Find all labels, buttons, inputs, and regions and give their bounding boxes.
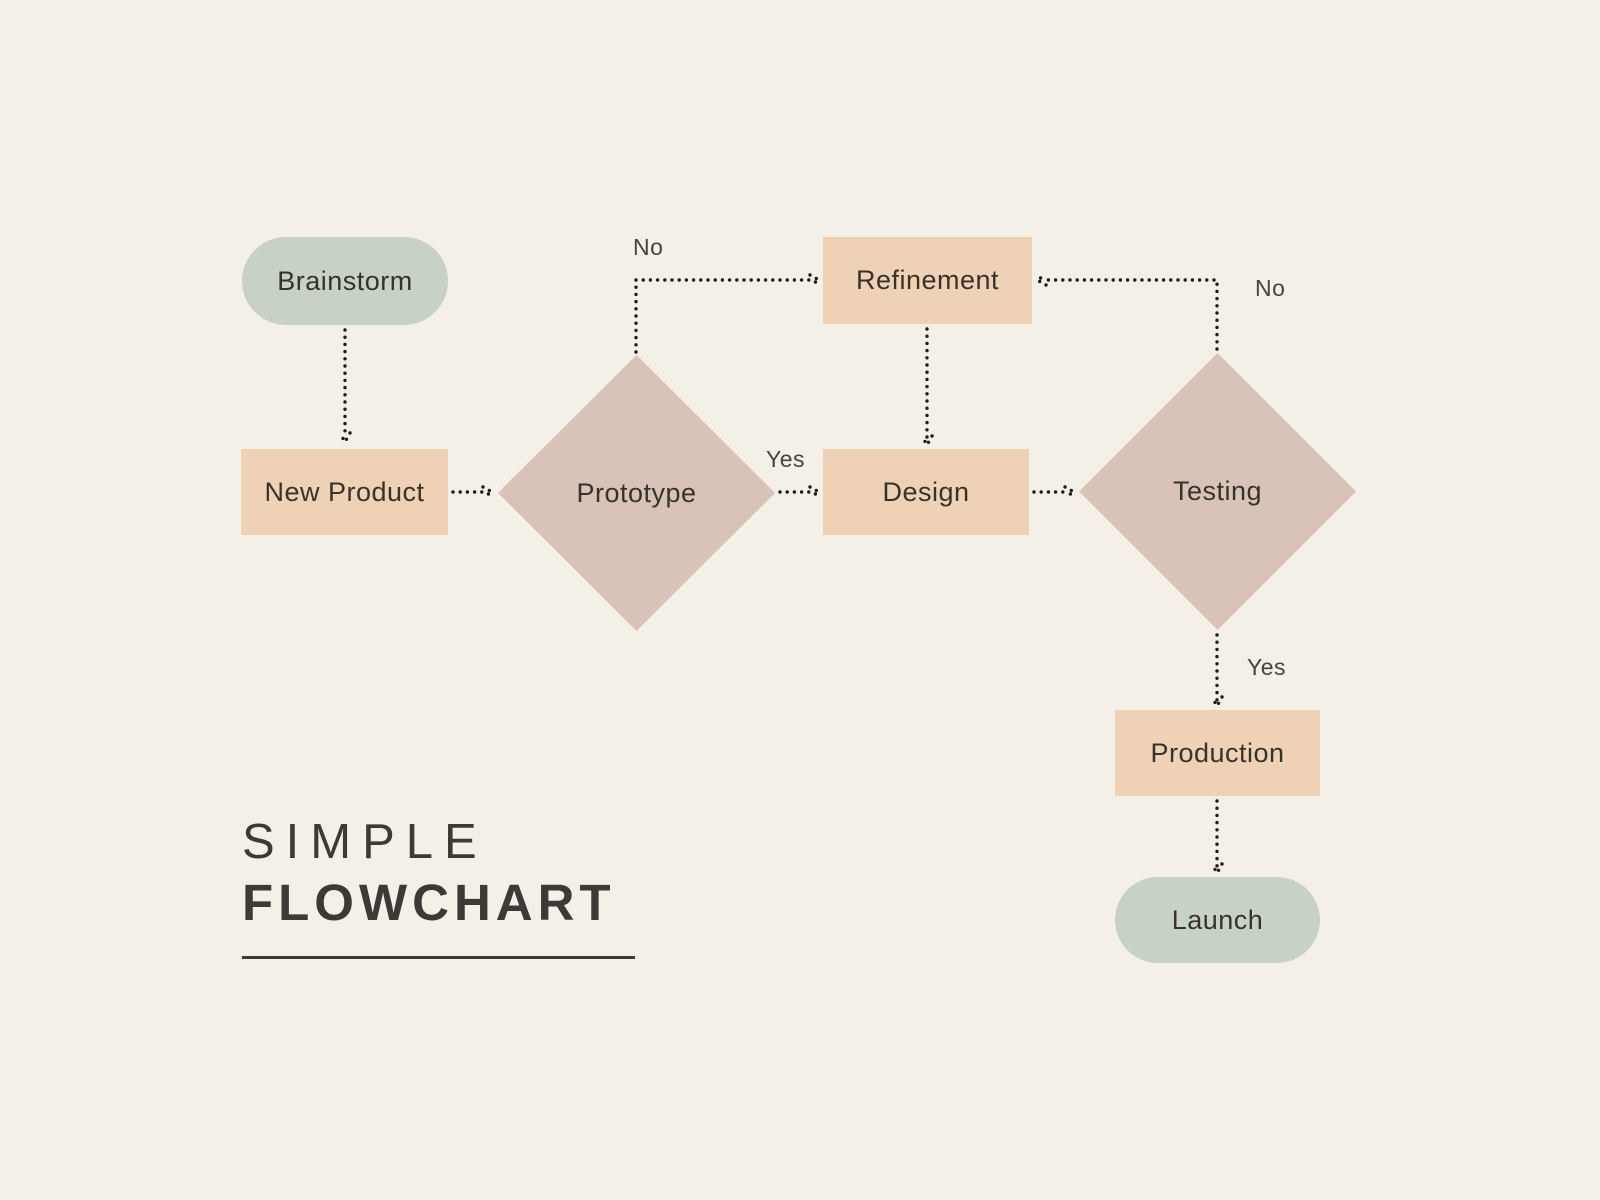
edge-label-prototype-yes: Yes — [766, 446, 806, 472]
node-design: Design — [823, 449, 1029, 535]
title-underline — [242, 956, 635, 959]
node-label: Launch — [1171, 904, 1264, 935]
node-label: Design — [882, 476, 970, 507]
page-title: SIMPLE FLOWCHART — [242, 815, 616, 931]
edge-label-testing-yes: Yes — [1247, 654, 1287, 680]
node-label: Production — [1150, 737, 1285, 768]
edge-testing-no-to-refinement — [1042, 280, 1219, 351]
edge-label-testing-no: No — [1255, 275, 1286, 301]
node-refinement: Refinement — [823, 237, 1032, 324]
node-label: Testing — [1172, 476, 1263, 506]
edge-label-prototype-no: No — [633, 234, 664, 260]
node-new-product: New Product — [241, 449, 448, 535]
node-production: Production — [1115, 710, 1320, 796]
node-label: Prototype — [576, 477, 697, 508]
node-label: Refinement — [855, 265, 1000, 295]
node-label: New Product — [264, 476, 425, 507]
page-title-line1: SIMPLE — [242, 815, 488, 869]
edge-prototype-no-to-refinement — [634, 280, 814, 354]
node-brainstorm: Brainstorm — [242, 237, 448, 325]
page-title-line2: FLOWCHART — [242, 874, 616, 931]
node-label: Brainstorm — [277, 265, 413, 296]
node-launch: Launch — [1115, 877, 1320, 963]
